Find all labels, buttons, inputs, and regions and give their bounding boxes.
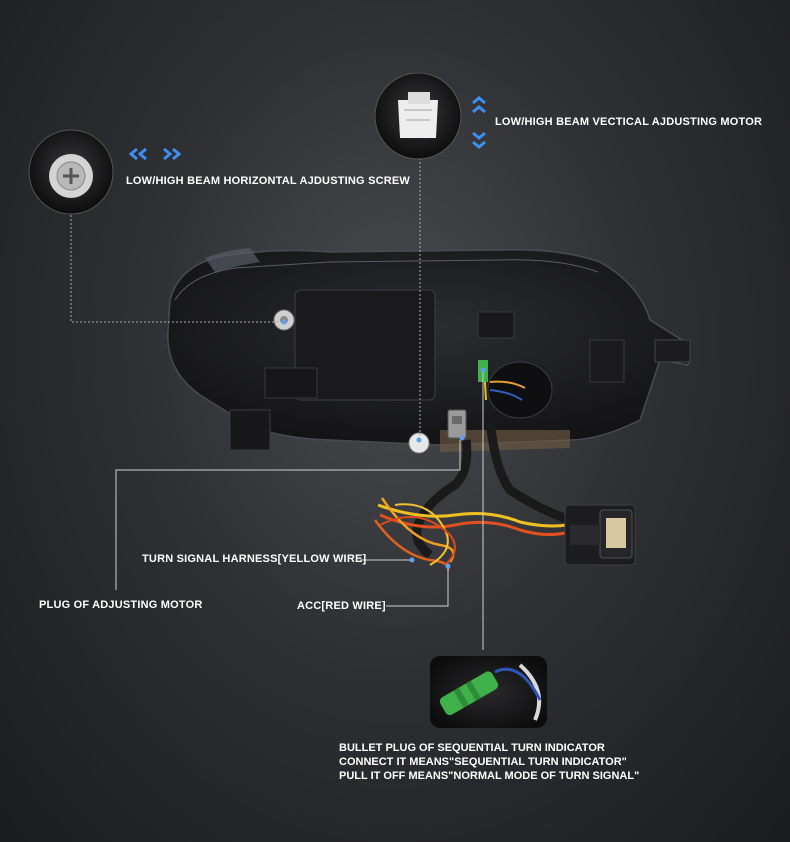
double-chevron-right-icon bbox=[160, 147, 182, 166]
bullet-plug-line-3: PULL IT OFF MEANS"NORMAL MODE OF TURN SI… bbox=[339, 770, 640, 782]
vertical-motor-marker bbox=[408, 432, 430, 454]
vertical-motor-inset bbox=[374, 72, 462, 160]
double-chevron-down-icon bbox=[471, 130, 487, 155]
acc-label: ACC[RED WIRE] bbox=[297, 600, 386, 612]
turn-signal-harness-label: TURN SIGNAL HARNESS[YELLOW WIRE] bbox=[142, 553, 367, 565]
headlight-housing bbox=[167, 248, 691, 452]
bullet-plug-description: BULLET PLUG OF SEQUENTIAL TURN INDICATOR… bbox=[339, 741, 639, 783]
bullet-plug-inset bbox=[430, 656, 547, 728]
wire-harness bbox=[373, 364, 581, 571]
harness-connector bbox=[564, 504, 636, 566]
pointer-dot-icon bbox=[281, 319, 486, 569]
bullet-plug-line-2: CONNECT IT MEANS"SEQUENTIAL TURN INDICAT… bbox=[339, 756, 627, 768]
double-chevron-up-icon bbox=[471, 95, 487, 120]
horizontal-screw-inset bbox=[28, 129, 114, 215]
motor-plug-connector bbox=[447, 409, 467, 439]
horizontal-screw-label: LOW/HIGH BEAM HORIZONTAL AJDUSTING SCREW bbox=[126, 175, 411, 187]
bullet-plug-line-1: BULLET PLUG OF SEQUENTIAL TURN INDICATOR bbox=[339, 742, 605, 754]
adjusting-motor-plug-label: PLUG OF ADJUSTING MOTOR bbox=[39, 599, 203, 611]
double-chevron-left-icon bbox=[128, 147, 150, 166]
vertical-motor-label: LOW/HIGH BEAM VECTICAL AJDUSTING MOTOR bbox=[495, 116, 763, 128]
leader-lines bbox=[70, 158, 484, 650]
